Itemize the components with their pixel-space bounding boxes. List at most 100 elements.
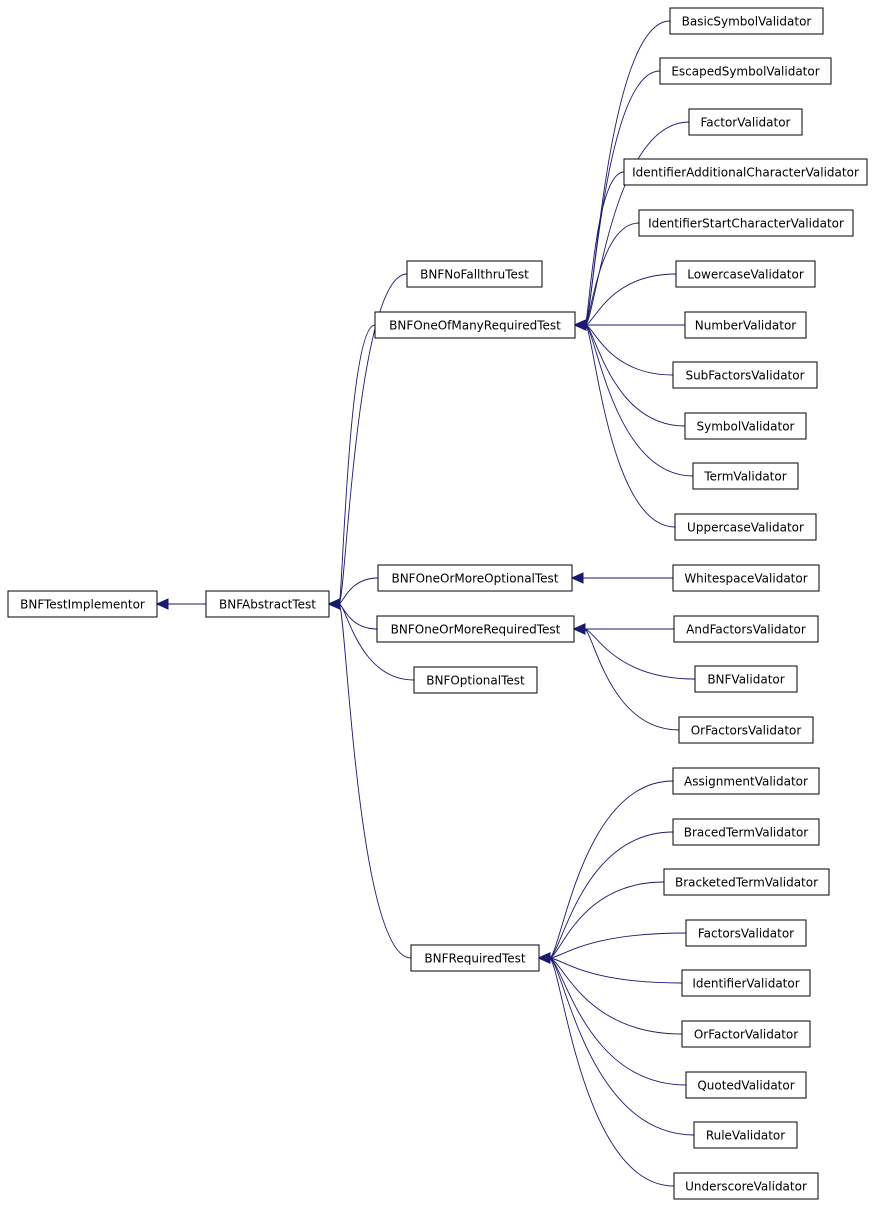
edge-bnf-optional-test-to-bnf-abstract-test	[338, 603, 415, 681]
node-symbol-validator[interactable]: SymbolValidator	[684, 412, 807, 440]
edge-braced-term-validator-to-bnf-required-test	[548, 831, 674, 959]
node-label: IdentifierStartCharacterValidator	[648, 217, 844, 231]
inheritance-edges	[167, 20, 696, 1187]
node-or-factor-validator[interactable]: OrFactorValidator	[681, 1020, 811, 1048]
edge-factors-validator-to-bnf-required-test	[548, 932, 687, 959]
node-label: FactorsValidator	[698, 927, 794, 941]
edge-sub-factors-validator-to-bnf-one-of-many-required-test	[584, 324, 674, 376]
node-label: QuotedValidator	[697, 1079, 794, 1093]
node-rule-validator[interactable]: RuleValidator	[693, 1121, 798, 1149]
node-assignment-validator[interactable]: AssignmentValidator	[672, 767, 820, 795]
node-label: TermValidator	[703, 470, 786, 484]
node-underscore-validator[interactable]: UnderscoreValidator	[673, 1172, 819, 1200]
node-label: SymbolValidator	[697, 420, 795, 434]
node-label: BNFNoFallthruTest	[420, 268, 529, 282]
edge-underscore-validator-to-bnf-required-test	[548, 957, 675, 1187]
node-bnf-optional-test[interactable]: BNFOptionalTest	[413, 666, 538, 694]
node-braced-term-validator[interactable]: BracedTermValidator	[672, 818, 820, 846]
edge-or-factors-validator-to-bnf-one-or-more-required-test	[583, 628, 680, 731]
edge-bnf-one-or-more-required-test-to-bnf-abstract-test	[338, 603, 378, 630]
arrowhead-whitespace-validator	[570, 572, 584, 584]
node-lowercase-validator[interactable]: LowercaseValidator	[675, 260, 816, 288]
arrowhead-bnf-required-test	[327, 598, 341, 610]
node-bnf-abstract-test[interactable]: BNFAbstractTest	[205, 590, 330, 618]
node-basic-symbol-validator[interactable]: BasicSymbolValidator	[669, 7, 824, 35]
node-bnf-one-or-more-optional-test[interactable]: BNFOneOrMoreOptionalTest	[377, 564, 573, 592]
node-sub-factors-validator[interactable]: SubFactorsValidator	[672, 361, 818, 389]
node-label: IdentifierAdditionalCharacterValidator	[632, 166, 859, 180]
node-label: UppercaseValidator	[687, 521, 804, 535]
node-bnf-required-test[interactable]: BNFRequiredTest	[410, 944, 540, 972]
arrowhead-bnf-abstract-test	[155, 598, 169, 610]
node-whitespace-validator[interactable]: WhitespaceValidator	[672, 564, 820, 592]
edge-bnf-required-test-to-bnf-abstract-test	[338, 603, 412, 959]
node-or-factors-validator[interactable]: OrFactorsValidator	[678, 716, 814, 744]
edge-bracketed-term-validator-to-bnf-required-test	[548, 881, 665, 959]
node-number-validator[interactable]: NumberValidator	[684, 311, 807, 339]
node-bnf-validator[interactable]: BNFValidator	[694, 665, 798, 693]
edge-identifier-start-character-validator-to-bnf-one-of-many-required-test	[584, 222, 640, 326]
node-label: BasicSymbolValidator	[682, 15, 812, 29]
node-label: BNFOneOrMoreRequiredTest	[391, 623, 561, 637]
class-nodes: BNFTestImplementor BNFAbstractTest BNFNo…	[7, 7, 868, 1200]
node-label: BNFOneOfManyRequiredTest	[389, 319, 561, 333]
node-label: AndFactorsValidator	[686, 623, 806, 637]
node-factor-validator[interactable]: FactorValidator	[688, 108, 803, 136]
edge-rule-validator-to-bnf-required-test	[548, 957, 695, 1136]
node-bnf-one-or-more-required-test[interactable]: BNFOneOrMoreRequiredTest	[376, 615, 575, 643]
node-label: LowercaseValidator	[687, 268, 804, 282]
node-uppercase-validator[interactable]: UppercaseValidator	[674, 513, 817, 541]
edge-identifier-additional-character-validator-to-bnf-one-of-many-required-test	[584, 171, 625, 326]
node-label: BNFOneOrMoreOptionalTest	[391, 572, 558, 586]
node-identifier-start-character-validator[interactable]: IdentifierStartCharacterValidator	[638, 209, 854, 237]
node-bnf-one-of-many-required-test[interactable]: BNFOneOfManyRequiredTest	[374, 311, 576, 339]
edge-assignment-validator-to-bnf-required-test	[548, 780, 674, 959]
node-label: OrFactorsValidator	[691, 724, 802, 738]
node-label: IdentifierValidator	[692, 977, 799, 991]
node-label: OrFactorValidator	[694, 1028, 798, 1042]
node-quoted-validator[interactable]: QuotedValidator	[685, 1071, 807, 1099]
edge-or-factor-validator-to-bnf-required-test	[548, 957, 683, 1035]
node-label: EscapedSymbolValidator	[671, 65, 819, 79]
node-factors-validator[interactable]: FactorsValidator	[685, 919, 807, 947]
edge-bnf-no-fallthru-test-to-bnf-abstract-test	[338, 273, 408, 605]
arrowhead-underscore-validator	[537, 952, 551, 964]
node-label: BNFOptionalTest	[426, 674, 525, 688]
edge-identifier-validator-to-bnf-required-test	[548, 957, 683, 984]
edge-bnf-one-or-more-optional-test-to-bnf-abstract-test	[338, 577, 379, 605]
node-label: BNFAbstractTest	[219, 598, 316, 612]
edge-factor-validator-to-bnf-one-of-many-required-test	[584, 121, 690, 326]
node-label: WhitespaceValidator	[684, 572, 807, 586]
node-label: RuleValidator	[706, 1129, 785, 1143]
node-bnf-test-implementor[interactable]: BNFTestImplementor	[7, 590, 158, 618]
node-identifier-additional-character-validator[interactable]: IdentifierAdditionalCharacterValidator	[623, 158, 868, 186]
node-label: FactorValidator	[701, 116, 791, 130]
node-label: UnderscoreValidator	[685, 1180, 807, 1194]
arrowhead-or-factors-validator	[572, 623, 586, 635]
node-label: BracedTermValidator	[684, 826, 809, 840]
node-label: BNFTestImplementor	[20, 598, 145, 612]
edge-bnf-validator-to-bnf-one-or-more-required-test	[583, 628, 696, 680]
node-and-factors-validator[interactable]: AndFactorsValidator	[673, 615, 819, 643]
edge-quoted-validator-to-bnf-required-test	[548, 957, 687, 1086]
inheritance-arrowheads	[155, 319, 587, 964]
arrowhead-uppercase-validator	[573, 319, 587, 331]
node-label: BNFRequiredTest	[424, 952, 525, 966]
edge-uppercase-validator-to-bnf-one-of-many-required-test	[584, 324, 676, 528]
node-label: BracketedTermValidator	[675, 876, 818, 890]
node-label: BNFValidator	[707, 673, 784, 687]
edge-escaped-symbol-validator-to-bnf-one-of-many-required-test	[584, 70, 661, 326]
node-bnf-no-fallthru-test[interactable]: BNFNoFallthruTest	[406, 260, 543, 288]
node-escaped-symbol-validator[interactable]: EscapedSymbolValidator	[659, 57, 832, 85]
edge-lowercase-validator-to-bnf-one-of-many-required-test	[584, 273, 677, 326]
node-label: AssignmentValidator	[684, 775, 808, 789]
node-label: NumberValidator	[695, 319, 797, 333]
node-identifier-validator[interactable]: IdentifierValidator	[681, 969, 811, 997]
edge-term-validator-to-bnf-one-of-many-required-test	[584, 324, 694, 477]
node-label: SubFactorsValidator	[685, 369, 804, 383]
node-bracketed-term-validator[interactable]: BracketedTermValidator	[663, 868, 830, 896]
edge-symbol-validator-to-bnf-one-of-many-required-test	[584, 324, 686, 427]
node-term-validator[interactable]: TermValidator	[692, 462, 799, 490]
edge-bnf-one-of-many-required-test-to-bnf-abstract-test	[338, 324, 376, 605]
